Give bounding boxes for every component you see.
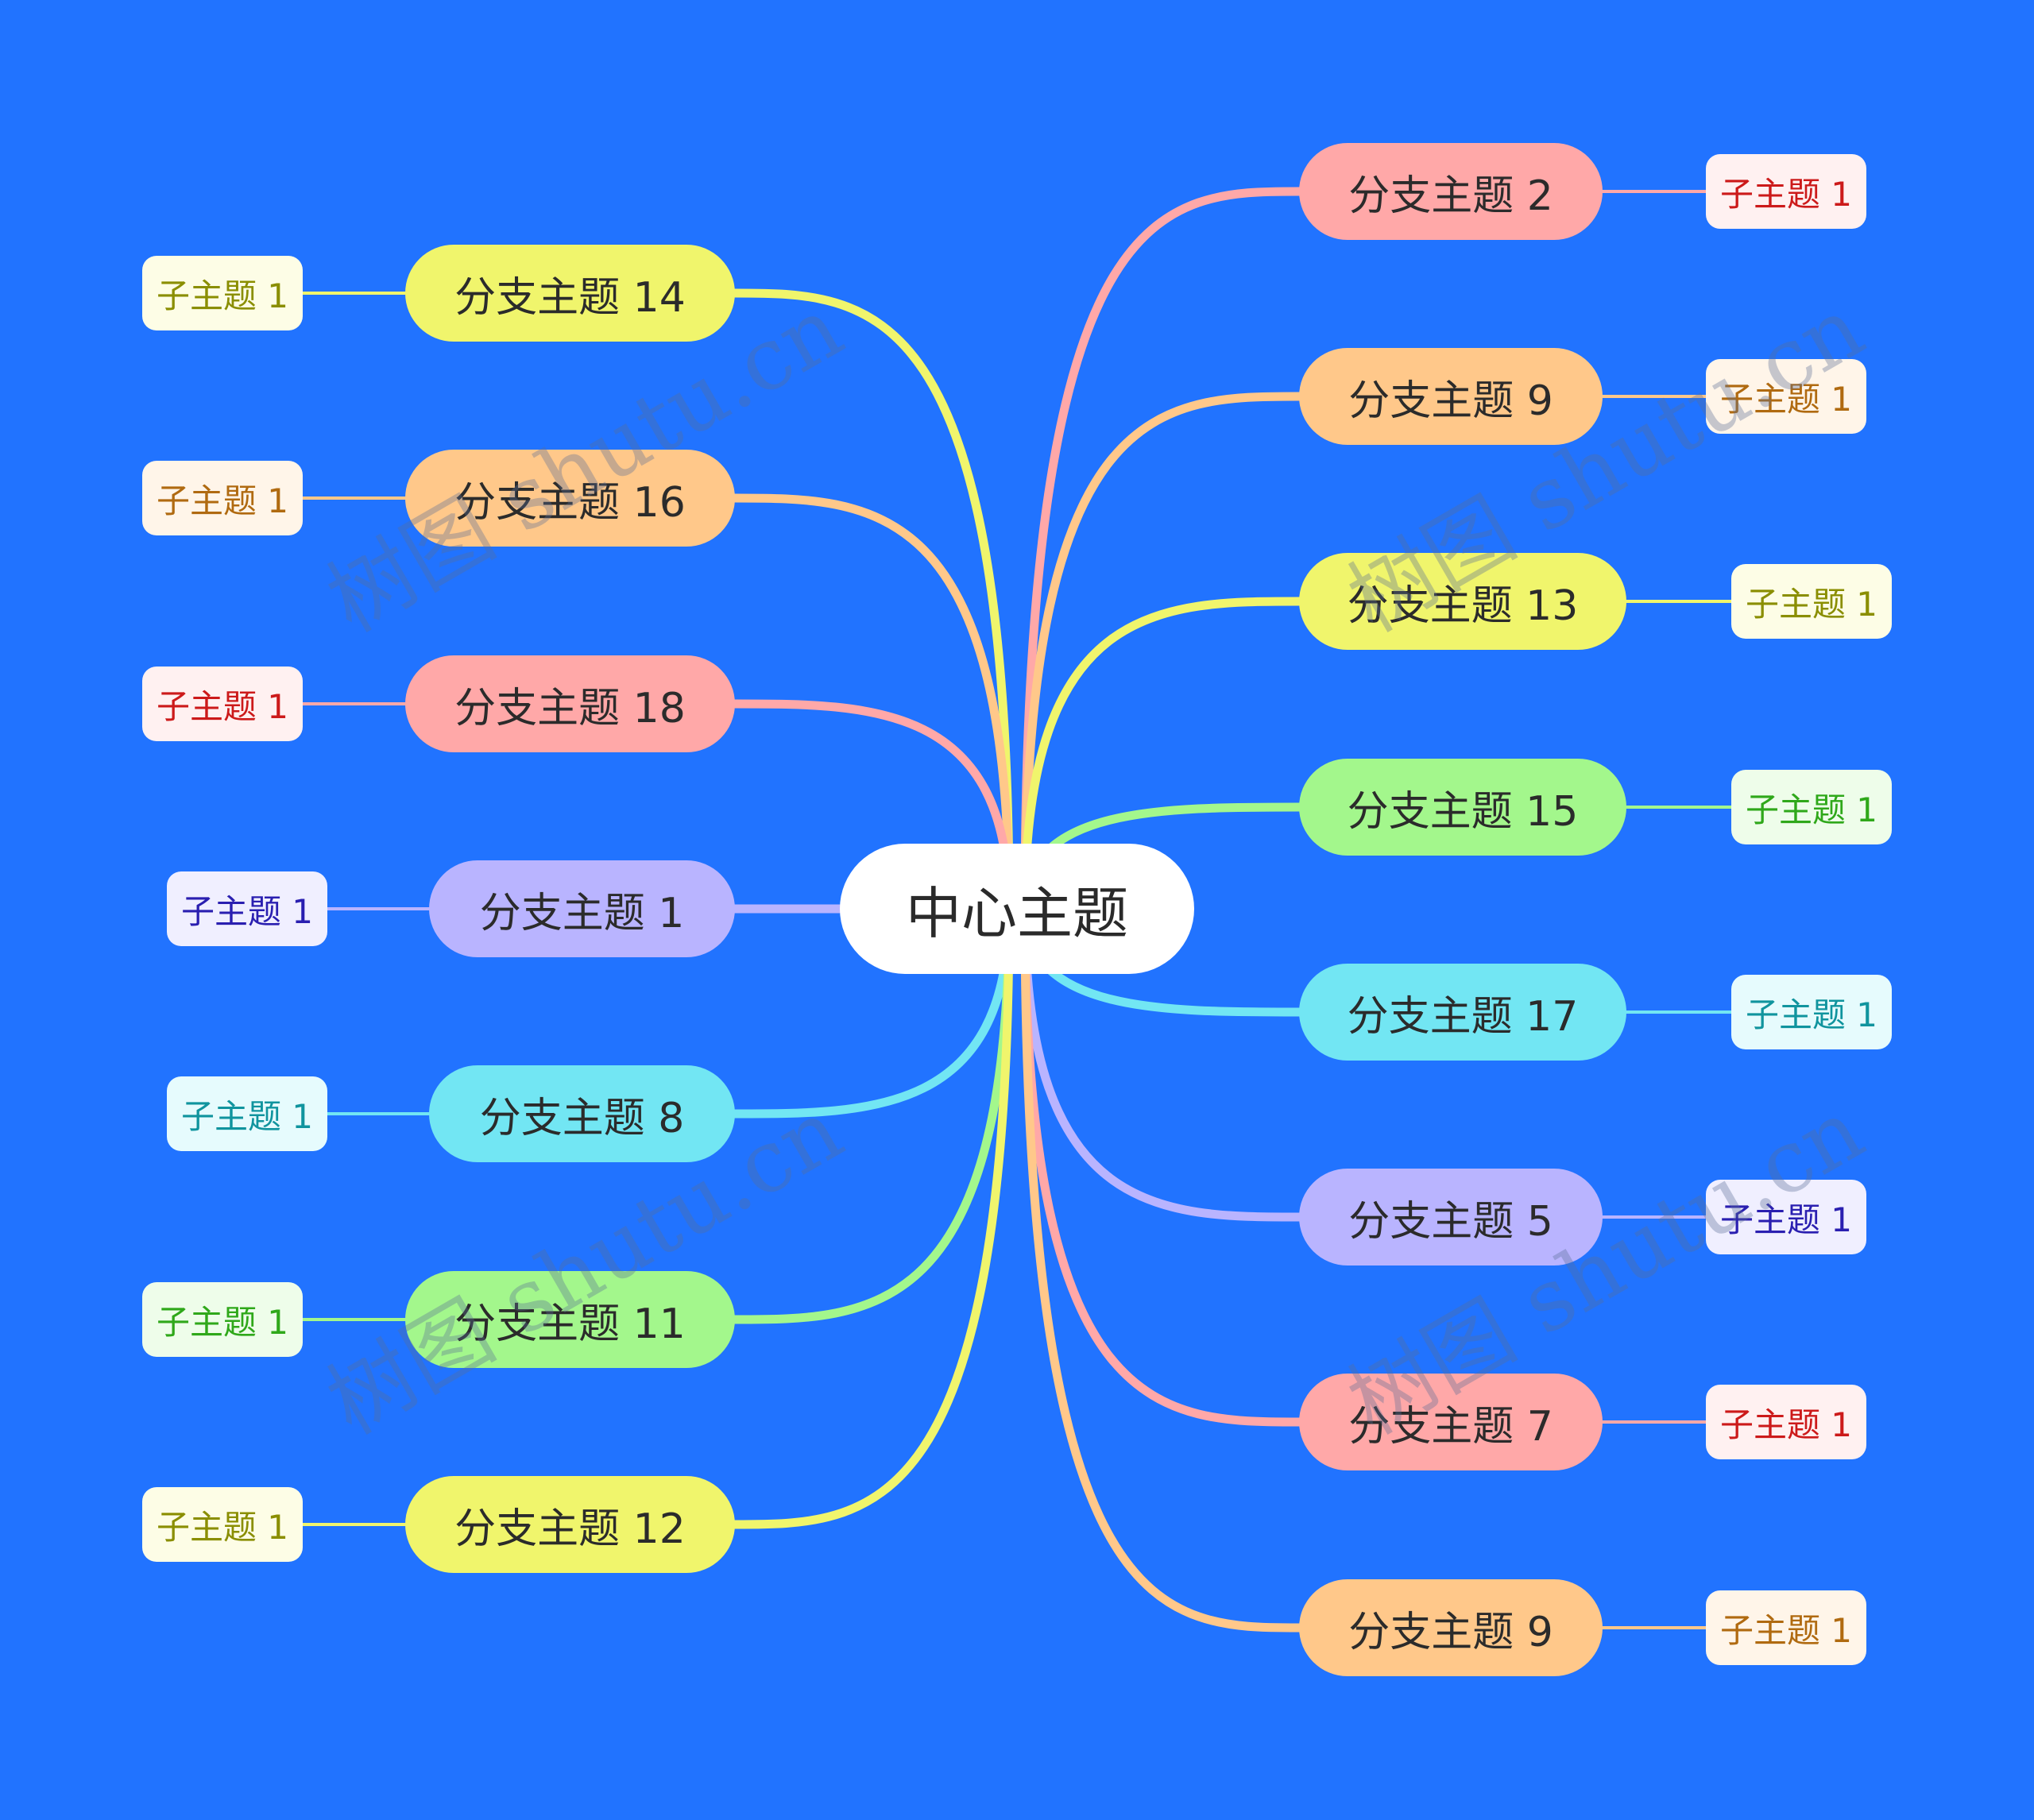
branch-topic-b15[interactable]: 分支主题 15: [1299, 759, 1626, 856]
connector-b2: [1020, 187, 1304, 914]
subtopic-b17[interactable]: 子主题 1: [1731, 975, 1892, 1049]
branch-topic-b2[interactable]: 分支主题 2: [1299, 143, 1603, 240]
branch-topic-b5[interactable]: 分支主题 5: [1299, 1169, 1603, 1265]
branch-topic-b9b[interactable]: 分支主题 9: [1299, 1579, 1603, 1676]
subtopic-b7[interactable]: 子主题 1: [1706, 1385, 1866, 1459]
subtopic-b9b[interactable]: 子主题 1: [1706, 1590, 1866, 1665]
branch-topic-b14[interactable]: 分支主题 14: [405, 245, 735, 342]
branch-topic-b17[interactable]: 分支主题 17: [1299, 964, 1626, 1061]
branch-topic-b12[interactable]: 分支主题 12: [405, 1476, 735, 1573]
connector-b9a: [1020, 392, 1304, 914]
subtopic-b15[interactable]: 子主题 1: [1731, 770, 1892, 844]
branch-topic-b8[interactable]: 分支主题 8: [429, 1065, 735, 1162]
subtopic-b13[interactable]: 子主题 1: [1731, 564, 1892, 639]
subtopic-b2[interactable]: 子主题 1: [1706, 154, 1866, 229]
connector-b7: [1020, 904, 1304, 1427]
subtopic-b8[interactable]: 子主题 1: [167, 1076, 327, 1151]
connector-b12: [730, 904, 1014, 1529]
branch-topic-b16[interactable]: 分支主题 16: [405, 450, 735, 547]
connector-b9b: [1020, 904, 1304, 1633]
branch-topic-b11[interactable]: 分支主题 11: [405, 1271, 735, 1368]
branch-topic-b9a[interactable]: 分支主题 9: [1299, 348, 1603, 445]
subtopic-b1[interactable]: 子主题 1: [167, 871, 327, 946]
branch-topic-b18[interactable]: 分支主题 18: [405, 655, 735, 752]
branch-topic-b1[interactable]: 分支主题 1: [429, 860, 735, 957]
central-topic[interactable]: 中心主题: [840, 844, 1194, 974]
branch-topic-b13[interactable]: 分支主题 13: [1299, 553, 1626, 650]
subtopic-b14[interactable]: 子主题 1: [142, 256, 303, 330]
subtopic-b9a[interactable]: 子主题 1: [1706, 359, 1866, 434]
subtopic-b11[interactable]: 子主题 1: [142, 1282, 303, 1357]
subtopic-b5[interactable]: 子主题 1: [1706, 1180, 1866, 1254]
subtopic-b16[interactable]: 子主题 1: [142, 461, 303, 535]
connector-b14: [730, 288, 1014, 914]
subtopic-b12[interactable]: 子主题 1: [142, 1487, 303, 1562]
subtopic-b18[interactable]: 子主题 1: [142, 667, 303, 741]
branch-topic-b7[interactable]: 分支主题 7: [1299, 1374, 1603, 1470]
